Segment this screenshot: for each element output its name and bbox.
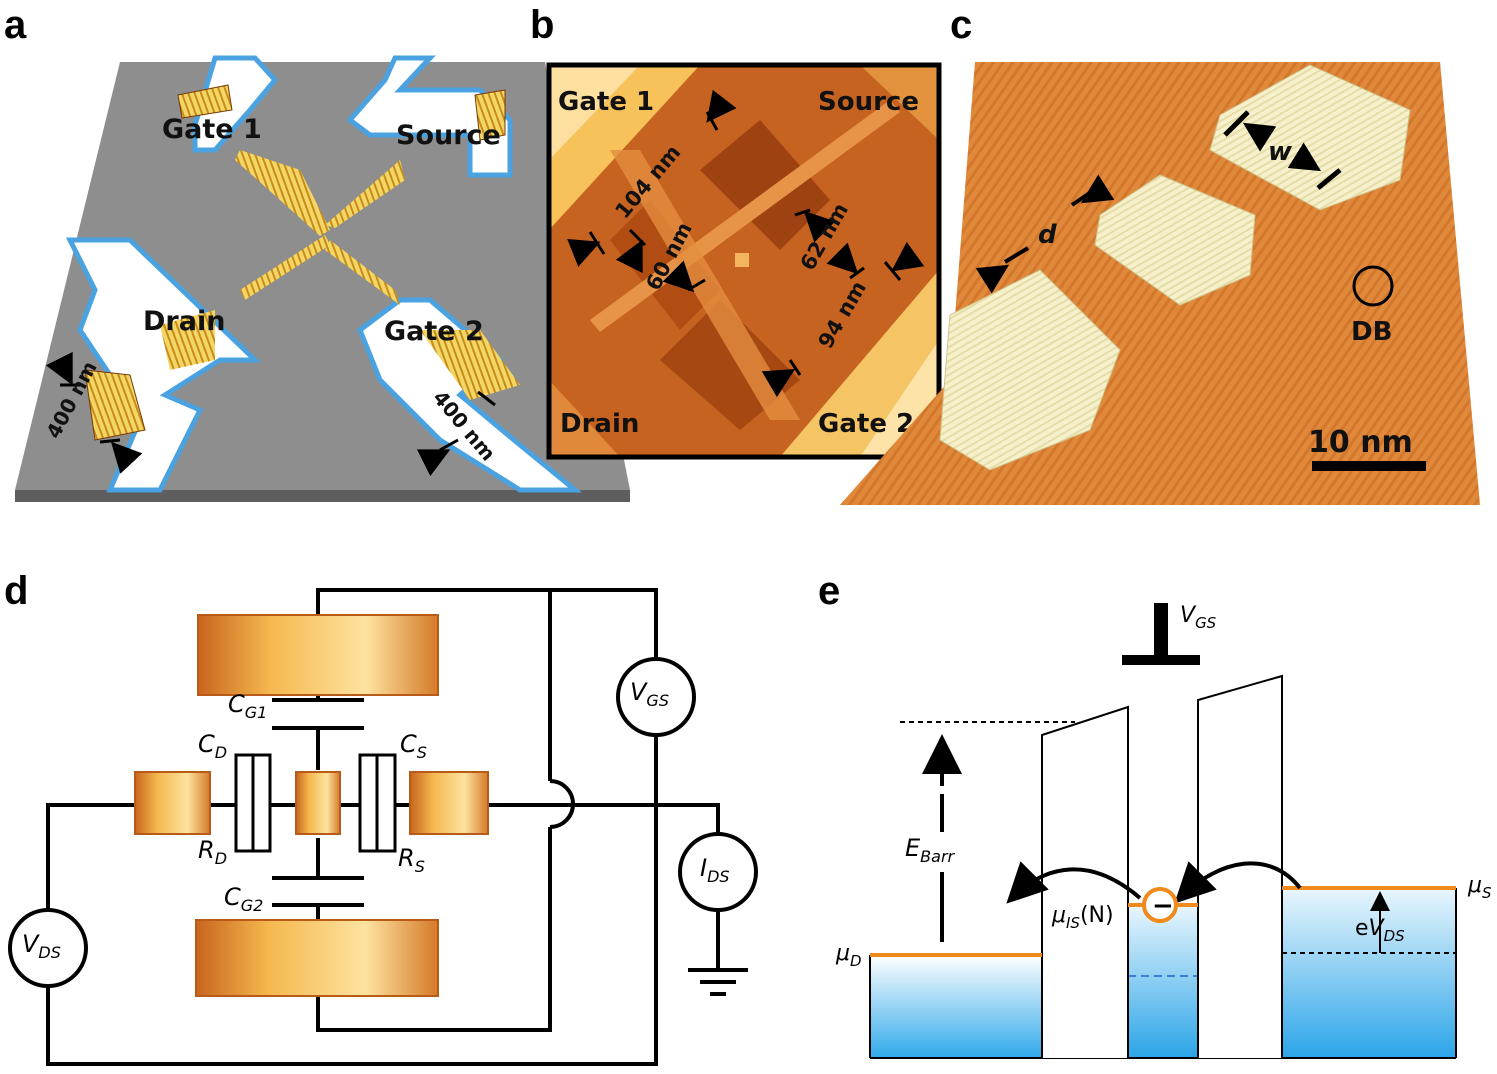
panel-letter-a: a (4, 3, 27, 47)
label-cg1: CG1 (228, 690, 267, 722)
tunnel-arrow-island-drain (1006, 861, 1142, 904)
label-gate2: Gate 2 (384, 316, 484, 347)
scale-bar (1312, 461, 1426, 471)
panel-d: d (4, 569, 758, 1066)
panel-letter-b: b (530, 3, 554, 47)
reservoir-walls (869, 888, 1457, 1058)
pad-gate2 (420, 330, 520, 400)
pad-drain-image (134, 771, 211, 835)
label-w: w (1268, 137, 1293, 167)
label-d: d (1038, 220, 1057, 250)
electrode-gate1 (192, 55, 279, 153)
pad-gate2-image (195, 919, 439, 997)
region-source (860, 65, 939, 140)
pad-island-image (295, 771, 341, 835)
label-rd: RD (198, 836, 227, 868)
label-source: Source (396, 120, 501, 151)
pad-gate1 (177, 84, 233, 119)
electrode-gate2 (356, 297, 583, 493)
panel-b: b Gate 1 Source Drain Gate 2 104 nm (530, 3, 942, 460)
electrode-drain (65, 237, 262, 493)
meter-ids (678, 832, 758, 912)
panel-letter-c: c (950, 3, 972, 47)
stm-image-frame (546, 62, 942, 460)
label-vgs: VGS (1180, 603, 1217, 632)
label-db: DB (1351, 317, 1392, 347)
junction-source (358, 753, 397, 853)
panel-c: c w d DB 10 nm (840, 3, 1480, 505)
gate-stem (1154, 603, 1168, 658)
lead-gate2 (325, 240, 400, 305)
junction-drain (234, 753, 272, 853)
label-mu-s: μS (1467, 873, 1492, 902)
lead-source (325, 160, 405, 228)
block-middle (1094, 174, 1256, 306)
drain-fill (870, 955, 1042, 1059)
band-dark-2 (700, 120, 830, 250)
ebarr-label-bg (900, 832, 960, 866)
marker-d: d (975, 174, 1115, 294)
label-gate2: Gate 2 (818, 409, 914, 439)
lead-drain (240, 235, 330, 300)
label-cg2: CG2 (224, 883, 263, 915)
electron (1142, 887, 1178, 923)
label-mu-d: μD (835, 941, 862, 970)
label-vgs: VGS (630, 678, 669, 710)
island (735, 253, 749, 267)
pad-gate1-image (197, 614, 439, 696)
pad-drain-end (84, 369, 146, 441)
source-fill (1282, 888, 1456, 1059)
capacitor-cg1 (272, 698, 364, 730)
label-cs: CS (400, 730, 427, 762)
capacitor-cg2 (272, 876, 364, 907)
region-gate1-brightest (549, 65, 640, 160)
scale-label: 10 nm (1308, 425, 1413, 460)
band-light-diagonal-2 (610, 150, 800, 420)
panel-a: a Gate 1 Source Drain Gate 2 (4, 3, 630, 502)
meter-vds (8, 908, 88, 988)
substrate-edge (15, 490, 630, 502)
label-vds: VDS (22, 930, 61, 962)
label-cd: CD (198, 730, 227, 762)
block-top (1209, 64, 1411, 211)
block-bottom (939, 269, 1121, 471)
meter-vgs (616, 657, 696, 737)
tunnel-arrow-source-island (1174, 861, 1302, 904)
electron-minus: − (1152, 891, 1174, 921)
marker-w: w (1223, 110, 1342, 190)
electrodes (65, 55, 583, 493)
label-rs: RS (398, 844, 425, 876)
panel-letter-d: d (4, 569, 28, 613)
ground-symbol (688, 968, 748, 996)
db-circle (1352, 265, 1394, 307)
label-gate1: Gate 1 (162, 114, 262, 145)
island-fill (1128, 905, 1198, 1059)
pad-drain (160, 310, 215, 370)
lead-gate1 (235, 150, 330, 236)
gate-plate (1122, 655, 1200, 665)
label-mu-is: μIS(N) (1051, 903, 1114, 932)
stm-structure (84, 84, 520, 441)
label-source: Source (818, 87, 919, 117)
electrode-source (346, 55, 513, 178)
label-gate1: Gate 1 (558, 87, 654, 117)
panel-letter-e: e (818, 569, 840, 613)
pad-source (474, 89, 506, 141)
region-drain (549, 380, 620, 457)
label-evds: eVDS (1355, 916, 1405, 945)
label-drain: Drain (143, 306, 225, 337)
label-ebarr: EBarr (905, 834, 956, 866)
pad-source-image (409, 771, 489, 835)
label-ids: IDS (700, 854, 730, 886)
label-drain: Drain (560, 409, 639, 439)
panel-e: e VGS EBarr − μD μIS(N) μS (818, 569, 1492, 1059)
